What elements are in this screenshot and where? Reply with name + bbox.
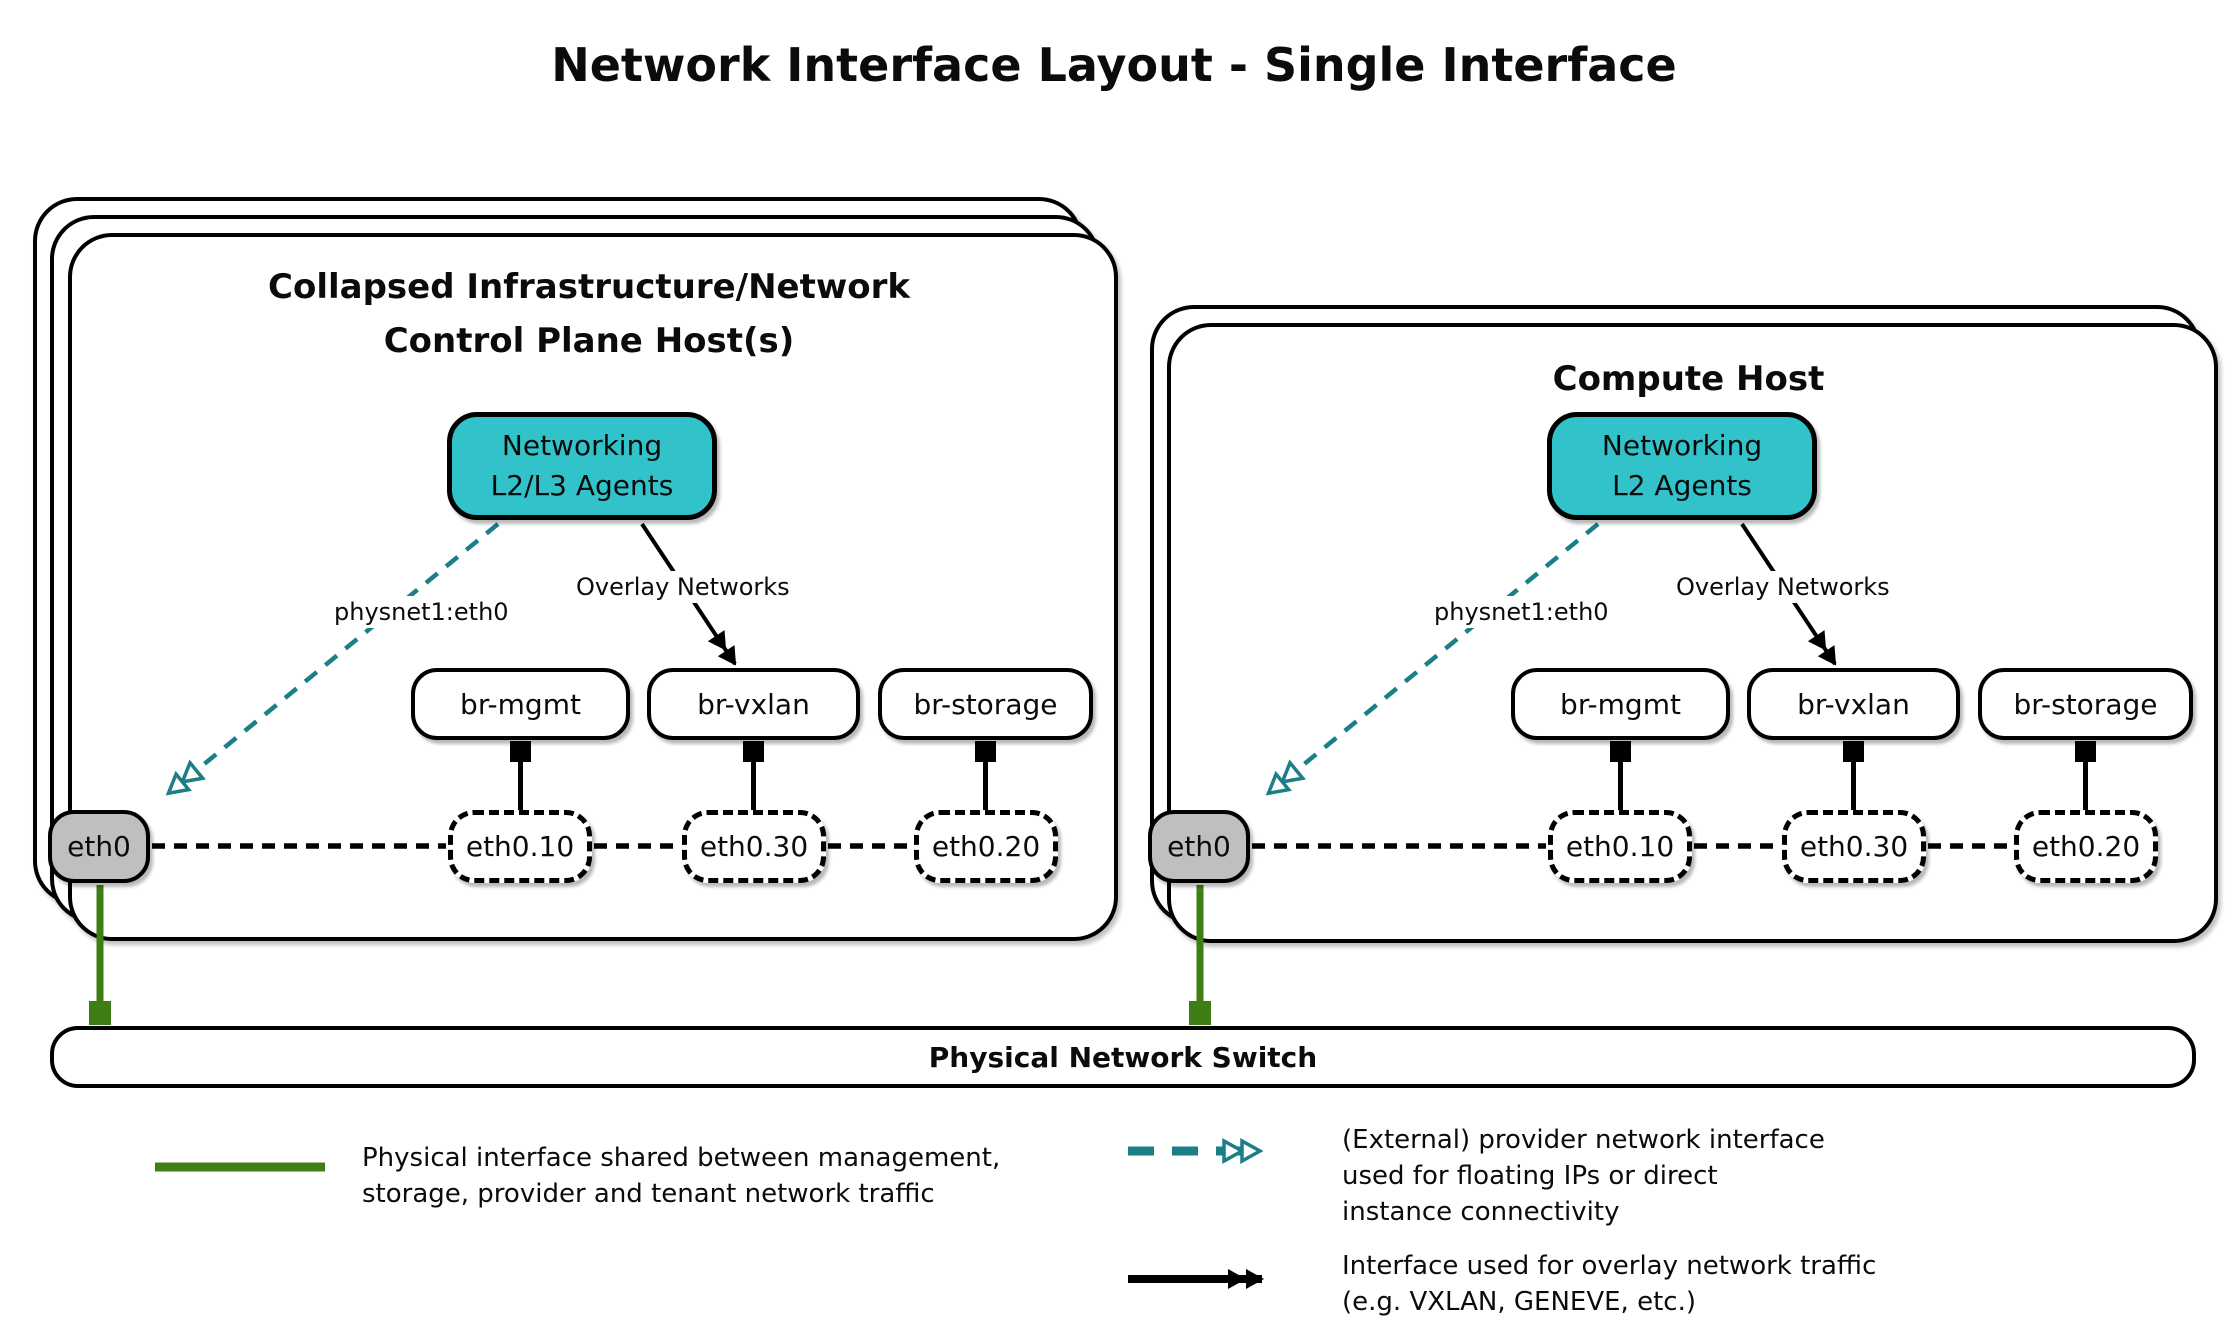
vlan-node-eth0-20-left: eth0.20 [914, 810, 1058, 883]
bridge-stub-square [1610, 741, 1631, 762]
bridge-stub-square [510, 741, 531, 762]
physical-switch-bar: Physical Network Switch [50, 1026, 2196, 1088]
bridge-stub-square [975, 741, 996, 762]
legend-line: (External) provider network interface [1342, 1125, 1825, 1155]
bridge-node-br-vxlan-left: br-vxlan [647, 668, 860, 740]
agent-label-line1: Networking [501, 429, 663, 462]
bridge-node-br-mgmt-right: br-mgmt [1511, 668, 1730, 740]
legend-overlay-arrow-text: Interface used for overlay network traff… [1342, 1248, 1876, 1320]
bridge-node-br-storage-left: br-storage [878, 668, 1093, 740]
bridge-stub-square [2075, 741, 2096, 762]
agent-label-line2: L2/L3 Agents [490, 469, 674, 502]
legend-line: (e.g. VXLAN, GENEVE, etc.) [1342, 1287, 1696, 1317]
bridge-node-br-mgmt-left: br-mgmt [411, 668, 630, 740]
agent-label-line2: L2 Agents [1612, 469, 1752, 502]
bridge-node-br-storage-right: br-storage [1978, 668, 2193, 740]
interface-node-eth0-right: eth0 [1148, 810, 1250, 883]
legend-line: storage, provider and tenant network tra… [362, 1179, 935, 1209]
physnet-edge-label-left: physnet1:eth0 [330, 596, 513, 628]
control-plane-host-title-line1: Collapsed Infrastructure/Network [268, 267, 910, 307]
bridge-stub-square [743, 741, 764, 762]
agent-label-line1: Networking [1601, 429, 1763, 462]
provider-network-arrow-left [165, 522, 500, 796]
legend-line: Interface used for overlay network traff… [1342, 1251, 1877, 1281]
physical-link-terminator-left [89, 1001, 111, 1025]
provider-network-arrow-right [1265, 522, 1600, 796]
legend-line: Physical interface shared between manage… [362, 1143, 1001, 1173]
legend-line: used for floating IPs or direct [1342, 1161, 1718, 1191]
overlay-edge-label-left: Overlay Networks [572, 571, 794, 603]
vlan-node-eth0-10-right: eth0.10 [1548, 810, 1692, 883]
bridge-node-br-vxlan-right: br-vxlan [1747, 668, 1960, 740]
overlay-edge-label-right: Overlay Networks [1672, 571, 1894, 603]
page-title: Network Interface Layout - Single Interf… [551, 38, 1677, 92]
vlan-node-eth0-30-right: eth0.30 [1782, 810, 1926, 883]
compute-host-title: Compute Host [1552, 359, 1825, 399]
bridge-stub-square [1843, 741, 1864, 762]
legend-provider-arrow-text: (External) provider network interface us… [1342, 1122, 1825, 1230]
networking-agents-node-right: Networking L2 Agents [1547, 412, 1817, 520]
physical-switch-label: Physical Network Switch [928, 1040, 1318, 1074]
vlan-node-eth0-30-left: eth0.30 [682, 810, 826, 883]
networking-agents-node-left: Networking L2/L3 Agents [447, 412, 717, 520]
physnet-edge-label-right: physnet1:eth0 [1430, 596, 1613, 628]
legend-physical-link-text: Physical interface shared between manage… [362, 1140, 1000, 1212]
control-plane-host-title: Collapsed Infrastructure/Network Control… [68, 260, 1110, 368]
vlan-node-eth0-20-right: eth0.20 [2014, 810, 2158, 883]
vlan-node-eth0-10-left: eth0.10 [448, 810, 592, 883]
physical-link-terminator-right [1189, 1001, 1211, 1025]
interface-node-eth0-left: eth0 [48, 810, 150, 883]
control-plane-host-title-line2: Control Plane Host(s) [383, 321, 795, 361]
legend-line: instance connectivity [1342, 1197, 1620, 1227]
